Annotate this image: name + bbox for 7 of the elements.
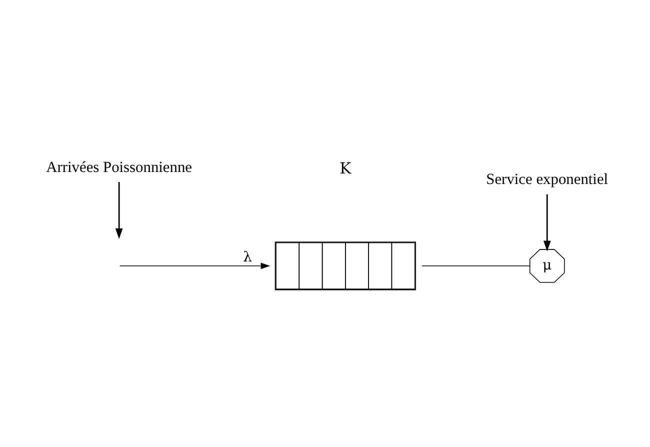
arrow bbox=[120, 262, 270, 270]
arrow bbox=[115, 182, 123, 239]
label: K bbox=[340, 159, 352, 178]
edge-label: λ bbox=[243, 250, 252, 266]
node-text: Arrivées Poissonnienne bbox=[46, 158, 192, 176]
node-text: Service exponentiel bbox=[486, 171, 608, 188]
arrow bbox=[543, 194, 551, 252]
